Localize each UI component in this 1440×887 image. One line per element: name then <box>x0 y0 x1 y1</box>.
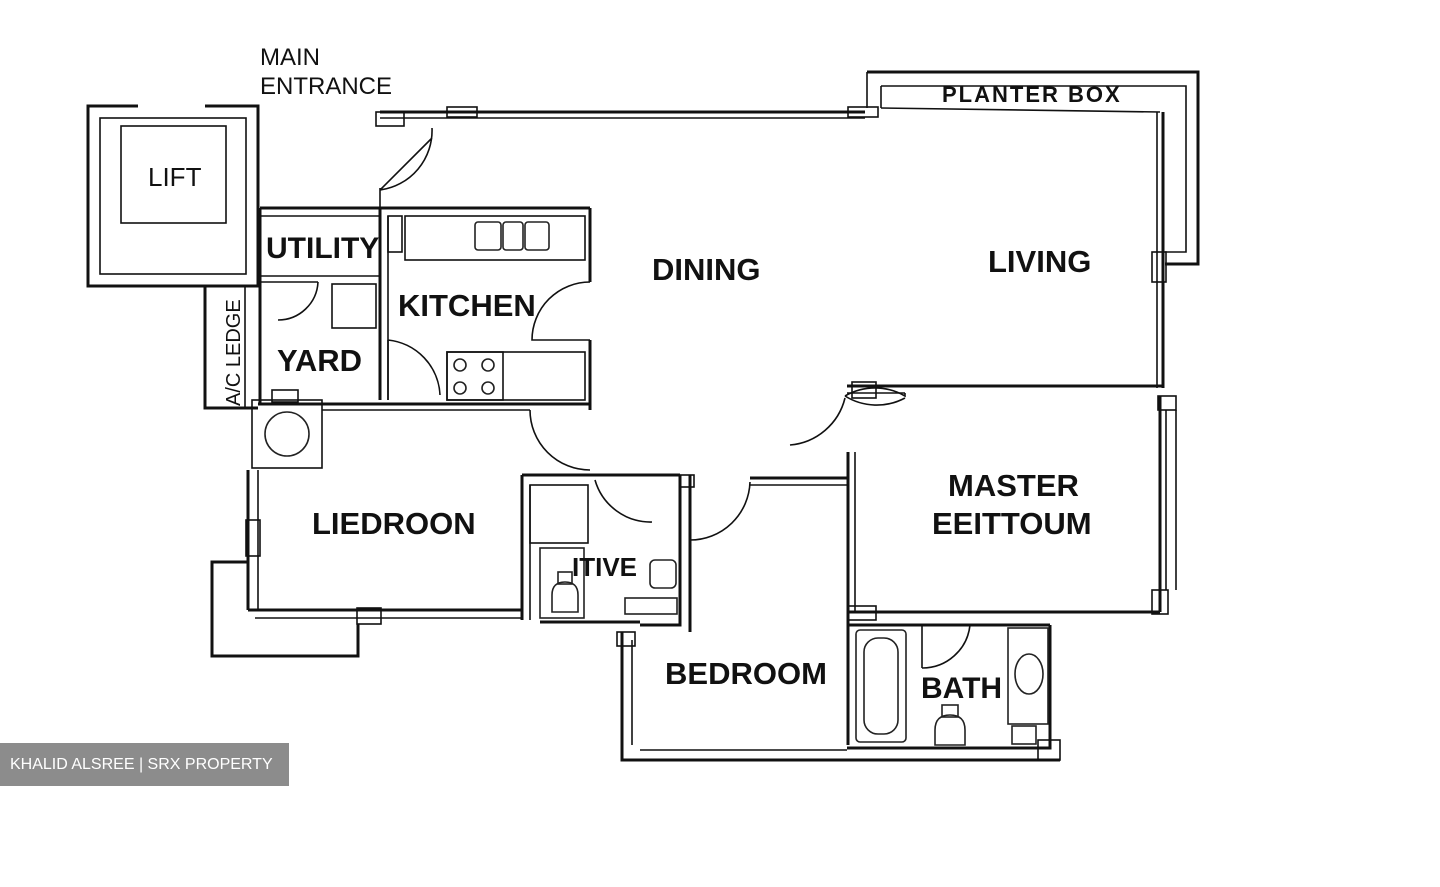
lift-shaft <box>86 104 260 288</box>
master-bedroom-label-line2: EEITTOUM <box>932 506 1092 541</box>
bedroom-left-label: LIEDROON <box>312 506 476 541</box>
ac-ledge-label: A/C LEDGE <box>223 299 245 406</box>
main-entrance-label-line2: ENTRANCE <box>260 73 392 100</box>
utility-label: UTILITY <box>266 232 379 265</box>
main-entrance-label-line1: MAIN <box>260 44 320 71</box>
planter-box-label: PLANTER BOX <box>942 82 1122 107</box>
bath-label: BATH <box>921 672 1002 705</box>
watermark-badge: KHALID ALSREE | SRX PROPERTY <box>0 743 289 786</box>
bedroom-label: BEDROOM <box>665 656 827 691</box>
bath-fixtures <box>539 547 1049 746</box>
room-labels: MAIN ENTRANCE LIFT PLANTER BOX UTILITY K… <box>148 44 1122 705</box>
door-swings <box>277 127 971 669</box>
lift-label: LIFT <box>148 162 202 192</box>
wc-label: ITIVE <box>572 552 637 582</box>
yard-label: YARD <box>277 343 362 378</box>
living-label: LIVING <box>988 244 1091 279</box>
dining-label: DINING <box>652 252 761 287</box>
master-bedroom-label-line1: MASTER <box>948 468 1079 503</box>
exterior-walls <box>203 70 1200 762</box>
kitchen-label: KITCHEN <box>398 288 536 323</box>
